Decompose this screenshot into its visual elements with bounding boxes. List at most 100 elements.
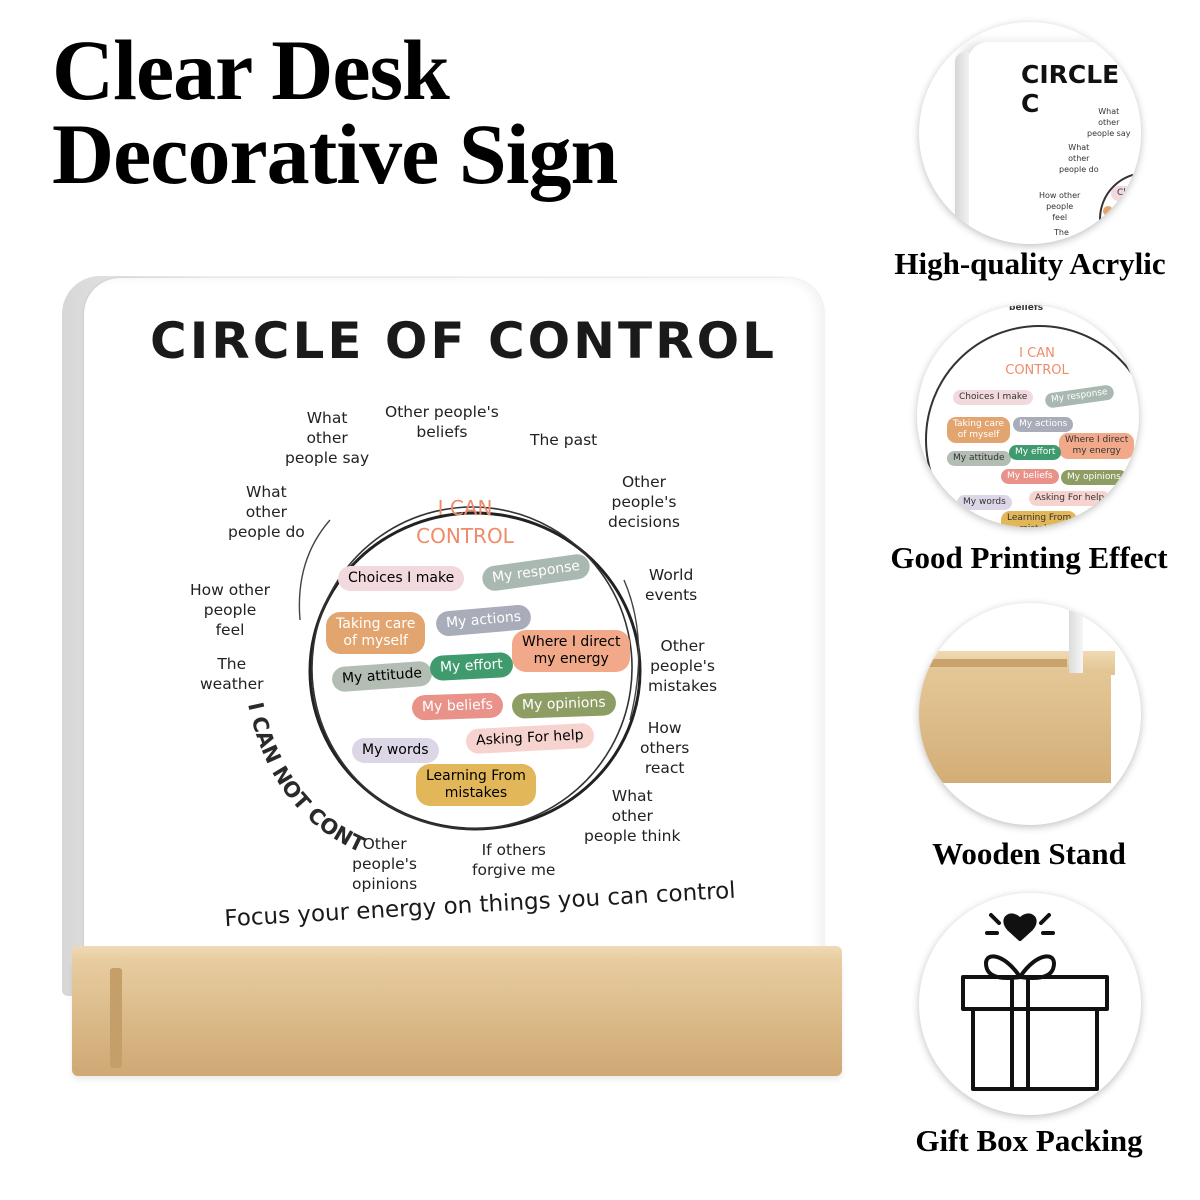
print-pill-8: My beliefs <box>1001 469 1059 484</box>
inner-item-line: My beliefs <box>421 696 494 716</box>
headline-line-1: Clear Desk <box>52 22 450 118</box>
acrylic-closeup: CIRCLE C What other people say What othe… <box>919 22 1141 244</box>
outer-item: What other people do <box>228 482 305 542</box>
outer-item: What other people say <box>285 408 369 468</box>
closeup-title: CIRCLE C <box>1021 60 1120 118</box>
print-pill-3: Taking care of myself <box>947 417 1011 443</box>
print-pill-4: My actions <box>1013 417 1074 432</box>
outer-item-line: What <box>246 483 287 501</box>
inner-item-pill: My effort <box>429 651 514 682</box>
gift-box-closeup <box>919 893 1141 1115</box>
outer-item-line: people's <box>611 493 677 511</box>
inner-item-line: My words <box>362 742 429 758</box>
outer-item-line: Other <box>621 473 666 491</box>
outer-item-line: people think <box>584 827 681 845</box>
outer-item-line: If others <box>481 841 546 859</box>
outer-item: The past <box>530 430 597 450</box>
outer-item-line: people do <box>228 523 305 541</box>
closeup-item-3: How other people feel <box>1039 191 1081 222</box>
outer-item-line: others <box>640 739 690 757</box>
print-pill-1: Choices I make <box>953 390 1034 405</box>
feature-label-gift-box: Gift Box Packing <box>915 1123 1143 1158</box>
outer-item: The weather <box>200 654 264 694</box>
closeup-item-2: What other people do <box>1059 143 1099 174</box>
closeup-pill-orange <box>1103 206 1113 216</box>
print-pill-12: Learning From mistakes <box>1001 511 1078 527</box>
inner-item-line: my energy <box>533 651 609 667</box>
closeup-item-1: What other people say <box>1087 107 1131 138</box>
can-control-line-2: CONTROL <box>416 524 514 548</box>
inner-item-line: mistakes <box>444 785 508 801</box>
inner-item-pill: My opinions <box>511 690 617 719</box>
inner-item-line: Asking For help <box>475 727 584 749</box>
outer-item-line: beliefs <box>416 423 468 441</box>
outer-item-line: The past <box>530 431 598 449</box>
closeup-item-4: The <box>1054 228 1069 237</box>
inner-item-pill: My beliefs <box>411 692 504 721</box>
print-top-word-2: ay <box>953 317 964 327</box>
gift-box-icon <box>961 913 1109 1091</box>
feature-label-printing: Good Printing Effect <box>890 540 1168 575</box>
outer-item-line: How <box>647 719 682 737</box>
headline-line-2: Decorative Sign <box>52 106 618 202</box>
print-pill-11: Asking For help <box>1029 491 1111 506</box>
print-pill-5: Where I direct my energy <box>1059 433 1135 459</box>
outer-item-line: What <box>611 787 653 805</box>
outer-item: Other people's mistakes <box>648 636 717 696</box>
outer-item-line: people's <box>650 657 715 675</box>
outer-item-line: other <box>245 503 288 521</box>
outer-item-line: people <box>203 601 257 619</box>
feature-label-acrylic: High-quality Acrylic <box>894 246 1166 281</box>
inner-item-pill: Choices I make <box>338 566 465 591</box>
cannot-control-text: I CAN NOT CONTROL <box>230 690 369 857</box>
inner-item-pill: My words <box>352 738 439 763</box>
inner-item-line: My effort <box>439 656 504 676</box>
wood-front <box>919 673 1111 783</box>
i-can-control-label: I CAN CONTROL <box>400 494 530 550</box>
inner-item-line: My attitude <box>341 665 423 687</box>
outer-item-line: other <box>306 429 348 447</box>
acrylic-side <box>955 52 969 244</box>
headline: Clear Desk Decorative Sign <box>52 22 812 202</box>
outer-item-line: Other <box>660 637 705 655</box>
outer-item-line: decisions <box>608 513 680 531</box>
outer-item-line: people say <box>285 449 370 467</box>
wood-slot <box>919 659 1067 667</box>
print-pill-9: My opinions <box>1061 470 1127 485</box>
outer-item-line: feel <box>215 621 245 639</box>
outer-item: Other people's decisions <box>608 472 680 532</box>
acrylic-in-slot <box>1069 603 1083 673</box>
i-can-not-control-label: I CAN NOT CONTROL <box>230 690 369 857</box>
print-top-word: beliefs <box>1009 305 1044 313</box>
outer-item-line: Other people's <box>385 403 499 421</box>
inner-item-line: Where I direct <box>522 634 621 650</box>
outer-item-line: Other <box>362 835 407 853</box>
print-pill-6: My attitude <box>947 451 1011 466</box>
outer-item-line: The <box>217 655 247 673</box>
outer-item: Other people's beliefs <box>385 402 499 442</box>
outer-item-line: other <box>611 807 653 825</box>
inner-item-line: My actions <box>445 608 522 632</box>
acrylic-slot <box>110 968 122 1068</box>
inner-item-line: of myself <box>343 633 408 649</box>
print-pill-7: My effort <box>1009 445 1062 460</box>
inner-item-line: Learning From <box>426 768 526 784</box>
print-can-control: I CAN CONTROL <box>1005 346 1069 378</box>
feature-label-wooden-stand: Wooden Stand <box>932 836 1126 871</box>
outer-item-line: events <box>645 586 698 604</box>
outer-item-line: mistakes <box>648 677 718 695</box>
outer-item-line: How other <box>190 581 271 599</box>
outer-item: How other people feel <box>190 580 270 640</box>
outer-item-line: weather <box>200 675 264 693</box>
outer-item-line: What <box>306 409 348 427</box>
can-control-line-1: I CAN <box>437 496 493 520</box>
print-closeup: beliefs ay I CAN CONTROL Choices I make … <box>917 305 1139 527</box>
sign-title: CIRCLE OF CONTROL <box>150 312 778 370</box>
